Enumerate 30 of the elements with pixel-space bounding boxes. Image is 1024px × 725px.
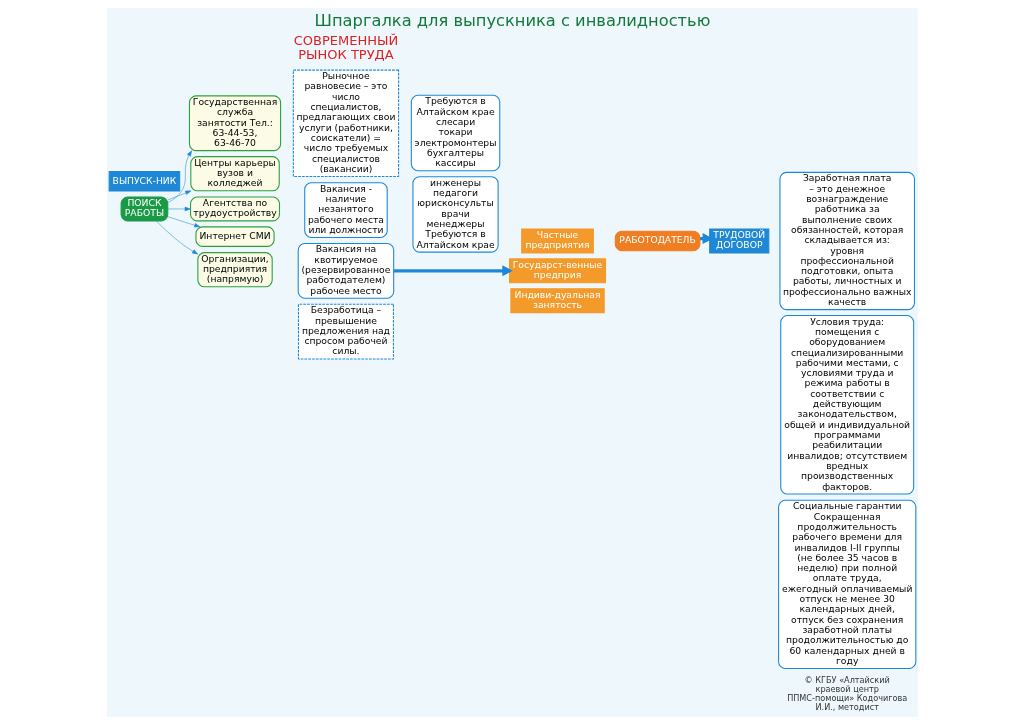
node-box: Вакансия на квотируемое (резервированное работодателем) рабочее место xyxy=(297,242,394,299)
node-box: Центры карьеры вузов и колледжей xyxy=(189,156,280,192)
node-box: Заработная плата – это денежное вознаграждение работника за выполнение своих обязанностей, которая складывается из: уровня профессиональной подготовки, опыта работы, личностных и профессионально важных качеств xyxy=(778,171,915,311)
node-box: инженеры педагоги юрисконсульты врачи менеджеры Требуются в Алтайском крае xyxy=(411,176,499,253)
node-box: ВЫПУСК-НИК xyxy=(108,171,180,192)
node-box: Агентства по трудоустройству xyxy=(189,196,280,222)
arrow xyxy=(393,265,513,277)
arrow xyxy=(167,150,192,203)
arrow xyxy=(167,190,191,201)
node-box: ПОИСК РАБОТЫ xyxy=(120,196,168,222)
arrow xyxy=(167,206,191,212)
node-box: ТРУДОВОЙ ДОГОВОР xyxy=(708,228,769,254)
label: СОВРЕМЕННЫЙ РЫНОК ТРУДА xyxy=(293,32,398,62)
node-box: Государственная служба занятости Тел.: 63-44-53, 63-46-70 xyxy=(188,95,281,152)
arrow xyxy=(155,220,198,255)
node-box: Рыночное равновесие – это число специалистов, предлагающих свои услуги (работники, соискатели) = число требуемых специалистов (вакансии) xyxy=(292,69,399,177)
arrow xyxy=(167,216,200,228)
node-box: Индиви-дуальная занятость xyxy=(509,288,605,314)
node-box: РАБОТОДАТЕЛЬ xyxy=(614,230,700,252)
node-box: Безработица – превышение предложения над спросом рабочей силы. xyxy=(297,303,394,360)
diagram-title: Шпаргалка для выпускника с инвалидностью xyxy=(314,10,710,30)
node-box: Организации, предприятия (напрямую) xyxy=(196,252,273,288)
node-box: Государст-венные предприя xyxy=(508,258,606,284)
node-box: Вакансия - наличие незанятого рабочего места или должности xyxy=(303,182,388,238)
node-box: Требуются в Алтайском крае слесари токари электромонтеры бухгалтеры кассиры xyxy=(410,94,500,172)
node-box: Интернет СМИ xyxy=(194,226,275,247)
node-box: Социальные гарантии Сокращенная продолжительность рабочего времени для инвалидов I-II группы (не более 35 часов в неделю) при полной оплате труда, ежегодный оплачиваемый отпуск не менее 30 календарных дней, отпуск без сохранения заработной платы продолжительностью до 60 календарных дней в году xyxy=(777,499,916,669)
label: © КГБУ «Алтайский краевой центр ППМС-помощи» Кодочигова И.И., методист xyxy=(786,674,907,713)
node-box: Условия труда: помещения с оборудованием специализированными рабочими местами, с условиями труда и режима работы в соответствии с действующим законодательством, общей и индивидуальной программами реабилитации инвалидов; отсутствием вредных производственных факторов. xyxy=(779,315,914,495)
node-box: Частные предприятия xyxy=(520,228,594,254)
